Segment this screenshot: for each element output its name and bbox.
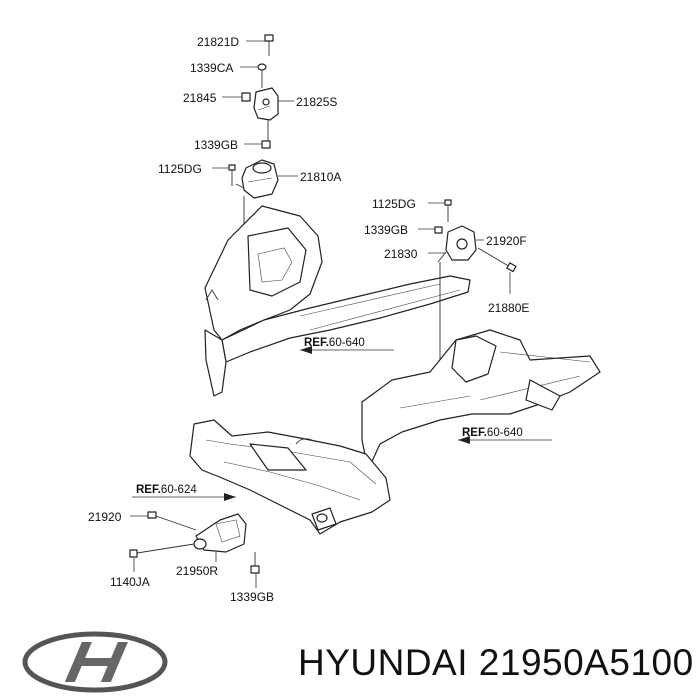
label-1125dg-left: 1125DG bbox=[158, 162, 202, 176]
label-21845: 21845 bbox=[183, 91, 217, 105]
label-1339ca: 1339CA bbox=[190, 61, 233, 75]
ref-right: REF.60-640 bbox=[458, 427, 552, 444]
right-side-member bbox=[361, 329, 601, 471]
label-21880e: 21880E bbox=[488, 301, 529, 315]
bolt-1125dg-left-icon bbox=[228, 164, 236, 186]
label-1140ja: 1140JA bbox=[110, 575, 150, 589]
ref-upper-prefix: REF. bbox=[304, 337, 329, 349]
ref-sub-code: 60-624 bbox=[161, 484, 197, 496]
label-21920f: 21920F bbox=[486, 234, 527, 248]
brand-title: HYUNDAI 21950A5100 bbox=[298, 642, 694, 683]
ref-right-prefix: REF. bbox=[462, 427, 487, 439]
bolt-21821d-icon bbox=[264, 34, 274, 56]
label-21810a: 21810A bbox=[300, 170, 341, 184]
washer-1339ca-icon bbox=[257, 63, 267, 88]
ref-upper-code: 60-640 bbox=[329, 337, 365, 349]
label-1339gb-lower: 1339GB bbox=[230, 590, 274, 604]
label-21821d: 21821D bbox=[197, 35, 239, 49]
bolt-21880e-icon bbox=[477, 247, 517, 273]
nut-1339gb-right-icon bbox=[434, 226, 443, 234]
right-leader-lines bbox=[418, 202, 511, 294]
nut-1339gb-upper-icon bbox=[261, 140, 271, 149]
bolt-1140ja-icon bbox=[129, 543, 195, 558]
mount-21920f-icon bbox=[437, 225, 477, 263]
right-mount-stack bbox=[434, 199, 517, 400]
top-leader-lines bbox=[212, 40, 298, 177]
roll-rod-21950r-icon bbox=[147, 511, 247, 553]
nut-1339gb-lower-icon bbox=[250, 552, 260, 574]
label-21950r: 21950R bbox=[176, 564, 218, 578]
label-1125dg-right: 1125DG bbox=[372, 197, 416, 211]
ref-sub-prefix: REF. bbox=[136, 484, 161, 496]
bracket-21825s-icon bbox=[253, 87, 279, 142]
ref-subframe: REF.60-624 bbox=[132, 484, 236, 501]
label-1339gb-right: 1339GB bbox=[364, 223, 408, 237]
left-side-member bbox=[204, 205, 471, 397]
label-21825s: 21825S bbox=[296, 95, 337, 109]
svg-text:REF.60-640: REF.60-640 bbox=[304, 337, 365, 349]
ref-right-code: 60-640 bbox=[487, 427, 523, 439]
bolt-1125dg-right-icon bbox=[444, 199, 452, 222]
label-21920: 21920 bbox=[88, 510, 122, 524]
subframe bbox=[189, 419, 391, 535]
nut-21845-icon bbox=[241, 92, 251, 102]
ref-upper: REF.60-640 bbox=[300, 337, 394, 354]
svg-text:REF.60-624: REF.60-624 bbox=[136, 484, 197, 496]
label-1339gb-upper: 1339GB bbox=[194, 138, 238, 152]
label-21830: 21830 bbox=[384, 247, 418, 261]
lower-leader-lines bbox=[130, 515, 257, 588]
svg-text:REF.60-640: REF.60-640 bbox=[462, 427, 523, 439]
hyundai-logo-icon bbox=[22, 631, 168, 693]
